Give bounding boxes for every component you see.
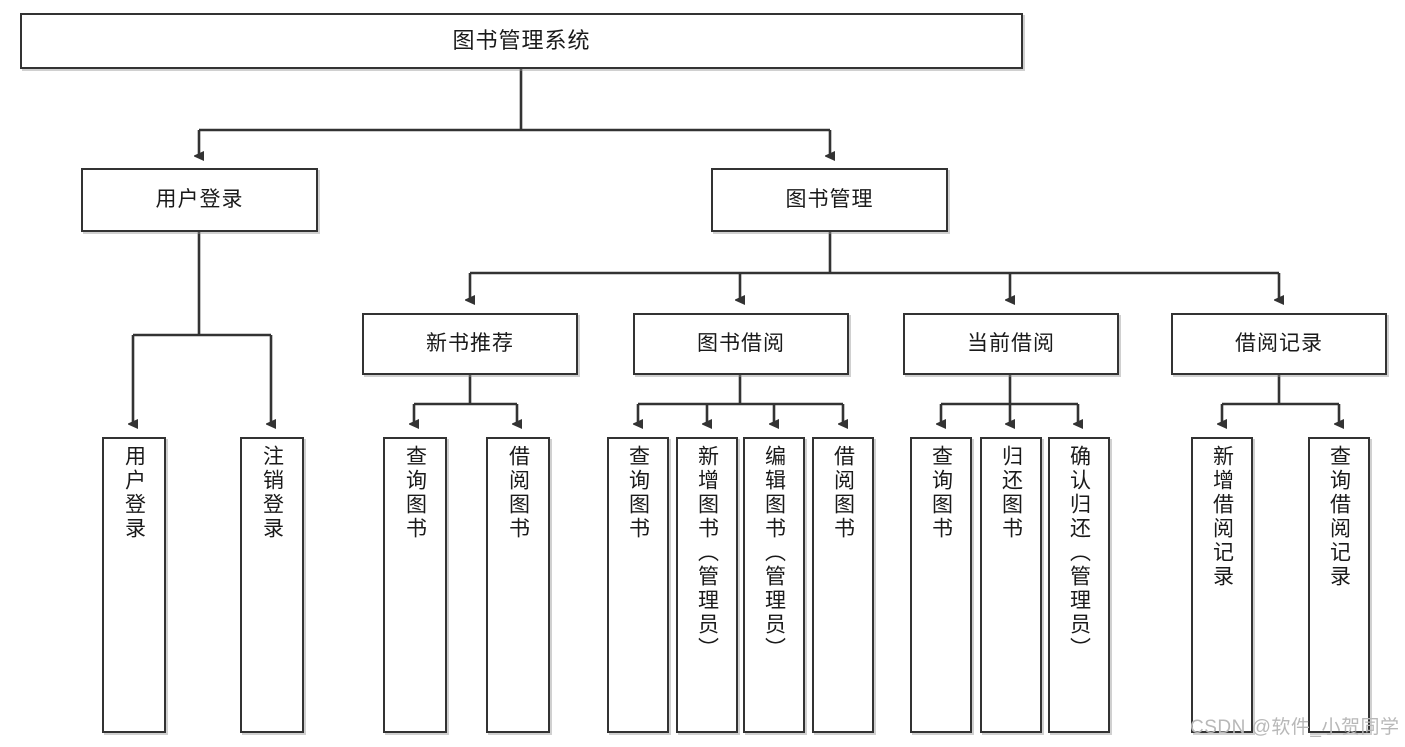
node-current-borrow[interactable]: 当前借阅 <box>903 313 1119 375</box>
node-book-management[interactable]: 图书管理 <box>711 168 948 232</box>
leaf-add-borrow-record[interactable]: 新增借阅记录 <box>1191 437 1253 733</box>
node-label: 确认归还（管理员） <box>1067 445 1091 661</box>
leaf-borrow-book[interactable]: 借阅图书 <box>812 437 874 733</box>
node-label: 当前借阅 <box>967 332 1055 356</box>
node-label: 新书推荐 <box>426 332 514 356</box>
node-label: 新增图书（管理员） <box>695 445 719 661</box>
leaf-confirm-return-admin[interactable]: 确认归还（管理员） <box>1048 437 1110 733</box>
leaf-add-book-admin[interactable]: 新增图书（管理员） <box>676 437 738 733</box>
node-label: 图书借阅 <box>697 332 785 356</box>
node-label: 用户登录 <box>155 188 244 212</box>
node-label: 归还图书 <box>999 445 1023 541</box>
node-label: 注销登录 <box>260 445 284 541</box>
node-book-borrow[interactable]: 图书借阅 <box>633 313 849 375</box>
leaf-query-borrow-record[interactable]: 查询借阅记录 <box>1308 437 1370 733</box>
node-label: 查询图书 <box>626 445 650 541</box>
node-label: 查询借阅记录 <box>1327 445 1351 589</box>
node-label: 借阅图书 <box>831 445 855 541</box>
leaf-query-book-current[interactable]: 查询图书 <box>910 437 972 733</box>
node-label: 借阅图书 <box>506 445 530 541</box>
leaf-user-login[interactable]: 用户登录 <box>102 437 166 733</box>
leaf-borrow-book-newbook[interactable]: 借阅图书 <box>486 437 550 733</box>
node-new-book-recommend[interactable]: 新书推荐 <box>362 313 578 375</box>
node-user-login[interactable]: 用户登录 <box>81 168 318 232</box>
leaf-return-book[interactable]: 归还图书 <box>980 437 1042 733</box>
node-label: 查询图书 <box>403 445 427 541</box>
node-label: 图书管理 <box>785 188 874 212</box>
node-borrow-record[interactable]: 借阅记录 <box>1171 313 1387 375</box>
leaf-edit-book-admin[interactable]: 编辑图书（管理员） <box>743 437 805 733</box>
leaf-logout[interactable]: 注销登录 <box>240 437 304 733</box>
node-root-system[interactable]: 图书管理系统 <box>20 13 1023 69</box>
node-label: 查询图书 <box>929 445 953 541</box>
leaf-query-book-newbook[interactable]: 查询图书 <box>383 437 447 733</box>
node-label: 编辑图书（管理员） <box>762 445 786 661</box>
leaf-query-book-borrow[interactable]: 查询图书 <box>607 437 669 733</box>
node-label: 用户登录 <box>122 445 146 541</box>
node-label: 图书管理系统 <box>452 27 591 53</box>
node-label: 新增借阅记录 <box>1210 445 1234 589</box>
node-label: 借阅记录 <box>1235 332 1323 356</box>
